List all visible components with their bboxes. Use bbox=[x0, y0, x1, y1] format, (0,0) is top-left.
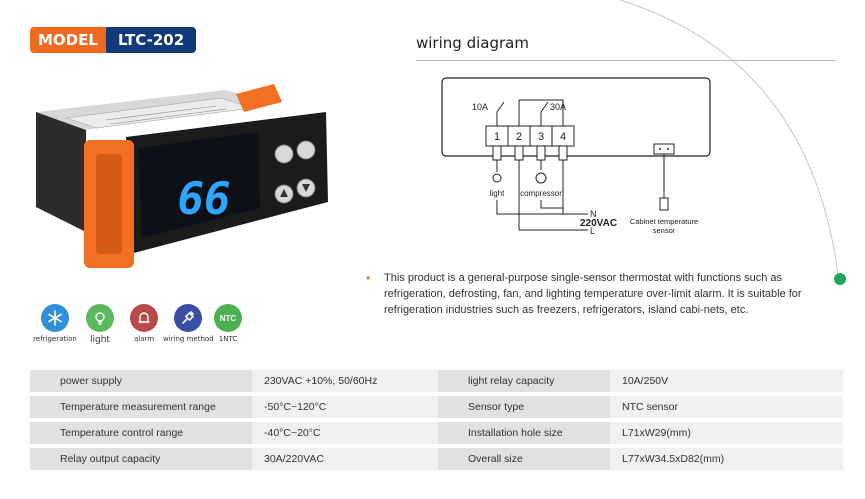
feature-label: 1NTC bbox=[218, 335, 238, 343]
terminal-1: 1 bbox=[494, 131, 500, 143]
model-value: LTC-202 bbox=[105, 27, 197, 53]
table-row: Relay output capacity 30A/220VAC Overall… bbox=[30, 448, 843, 470]
divider bbox=[416, 60, 836, 61]
ntc-badge-text: NTC bbox=[219, 313, 237, 323]
display-reading: 66 bbox=[178, 174, 231, 225]
spec-value: -40°C~20°C bbox=[252, 422, 438, 444]
relay-label-30a: 30A bbox=[550, 102, 566, 112]
feature-ntc: NTC 1NTC bbox=[203, 304, 253, 343]
sensor-label-1: Cabinet temperature bbox=[630, 217, 698, 226]
feature-label: light bbox=[90, 335, 110, 345]
wiring-title: wiring diagram bbox=[416, 34, 529, 52]
n-label: N bbox=[590, 209, 597, 219]
table-row: Temperature control range -40°C~20°C Ins… bbox=[30, 422, 843, 444]
feature-refrigeration: refrigeration bbox=[30, 304, 80, 343]
spec-key: Temperature measurement range bbox=[30, 396, 252, 418]
spec-value: L77xW34.5xD82(mm) bbox=[610, 448, 843, 470]
plug-icon bbox=[174, 304, 202, 332]
green-dot-icon bbox=[834, 273, 846, 285]
spec-value: 30A/220VAC bbox=[252, 448, 438, 470]
spec-key: Relay output capacity bbox=[30, 448, 252, 470]
feature-light: light bbox=[75, 304, 125, 345]
product-image: 66 bbox=[36, 84, 328, 268]
sensor-label-2: sensor bbox=[653, 226, 676, 235]
feature-label: wiring method bbox=[163, 335, 214, 343]
spec-key: Installation hole size bbox=[438, 422, 610, 444]
relay-label-10a: 10A bbox=[472, 102, 488, 112]
table-row: Temperature measurement range -50°C~120°… bbox=[30, 396, 843, 418]
voltage-label: 220VAC bbox=[580, 218, 617, 229]
spec-key: Sensor type bbox=[438, 396, 610, 418]
spec-value: NTC sensor bbox=[610, 396, 843, 418]
ntc-icon: NTC bbox=[214, 304, 242, 332]
feature-alarm: alarm bbox=[119, 304, 169, 343]
spec-value: 230VAC +10%, 50/60Hz bbox=[252, 370, 438, 392]
model-badge: MODEL LTC-202 bbox=[30, 27, 197, 53]
wiring-diagram: 1 2 3 4 10A 30A light compressor N 220VA… bbox=[441, 77, 711, 236]
feature-label: alarm bbox=[133, 335, 155, 343]
terminal-2: 2 bbox=[516, 131, 522, 143]
compressor-label: compressor bbox=[520, 189, 562, 198]
spec-value: -50°C~120°C bbox=[252, 396, 438, 418]
model-label: MODEL bbox=[30, 27, 106, 53]
alarm-bell-icon bbox=[130, 304, 158, 332]
spec-value: L71xW29(mm) bbox=[610, 422, 843, 444]
terminal-4: 4 bbox=[560, 131, 566, 143]
spec-key: Overall size bbox=[438, 448, 610, 470]
description-text: This product is a general-purpose single… bbox=[384, 272, 802, 316]
terminal-3: 3 bbox=[538, 131, 544, 143]
bullet-icon: • bbox=[366, 271, 371, 285]
l-label: L bbox=[590, 226, 595, 236]
spec-key: light relay capacity bbox=[438, 370, 610, 392]
snowflake-icon bbox=[41, 304, 69, 332]
light-label: light bbox=[490, 189, 505, 198]
decorative-arc bbox=[619, 0, 846, 285]
spec-value: 10A/250V bbox=[610, 370, 843, 392]
lightbulb-icon bbox=[86, 304, 114, 332]
spec-key: Temperature control range bbox=[30, 422, 252, 444]
specs-table: power supply 230VAC +10%, 50/60Hz light … bbox=[30, 366, 843, 474]
product-description: • This product is a general-purpose sing… bbox=[366, 270, 806, 318]
spec-key: power supply bbox=[30, 370, 252, 392]
table-row: power supply 230VAC +10%, 50/60Hz light … bbox=[30, 370, 843, 392]
feature-label: refrigeration bbox=[33, 335, 77, 343]
feature-wiring-method: wiring method bbox=[163, 304, 214, 343]
